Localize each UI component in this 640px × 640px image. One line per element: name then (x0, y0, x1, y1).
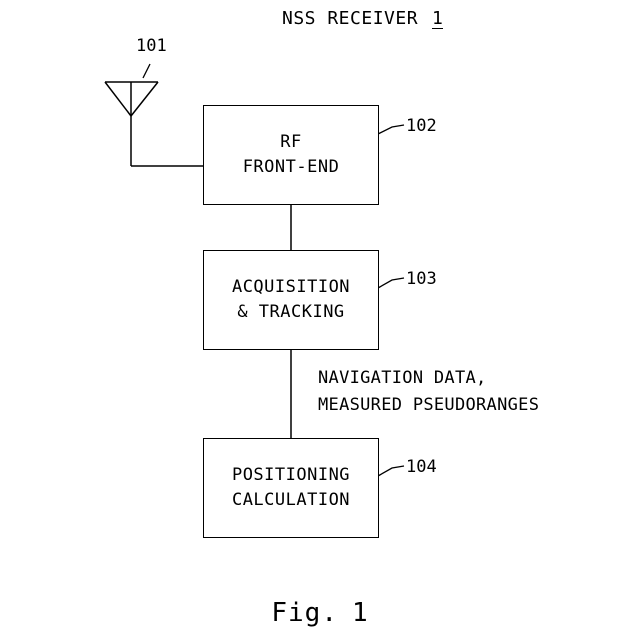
title-text: NSS RECEIVER (282, 8, 418, 29)
ref-101: 101 (136, 36, 167, 56)
ref-102: 102 (406, 116, 437, 136)
leader-103 (378, 278, 404, 288)
antenna-icon (105, 82, 158, 166)
title-ref-number: 1 (432, 10, 443, 29)
caption-number: 1 (352, 598, 369, 628)
leader-101 (143, 64, 150, 78)
block-label-line: POSITIONING (232, 463, 350, 488)
diagram-title: NSS RECEIVER 1 (282, 8, 443, 29)
block-acquisition-tracking: ACQUISITION & TRACKING (203, 250, 379, 350)
caption-prefix: Fig. (271, 598, 338, 628)
figure-caption: Fig. 1 (0, 598, 640, 628)
block-label-line: & TRACKING (237, 300, 344, 325)
block-label-line: FRONT-END (243, 155, 340, 180)
ref-103: 103 (406, 269, 437, 289)
block-label-line: ACQUISITION (232, 275, 350, 300)
block-rf-front-end: RF FRONT-END (203, 105, 379, 205)
ref-104: 104 (406, 457, 437, 477)
block-label-line: RF (280, 130, 301, 155)
edge-label-line-2: MEASURED PSEUDORANGES (318, 395, 539, 415)
leader-104 (378, 466, 404, 476)
leader-102 (378, 125, 404, 134)
edge-label-line-1: NAVIGATION DATA, (318, 368, 487, 388)
block-label-line: CALCULATION (232, 488, 350, 513)
block-positioning-calculation: POSITIONING CALCULATION (203, 438, 379, 538)
